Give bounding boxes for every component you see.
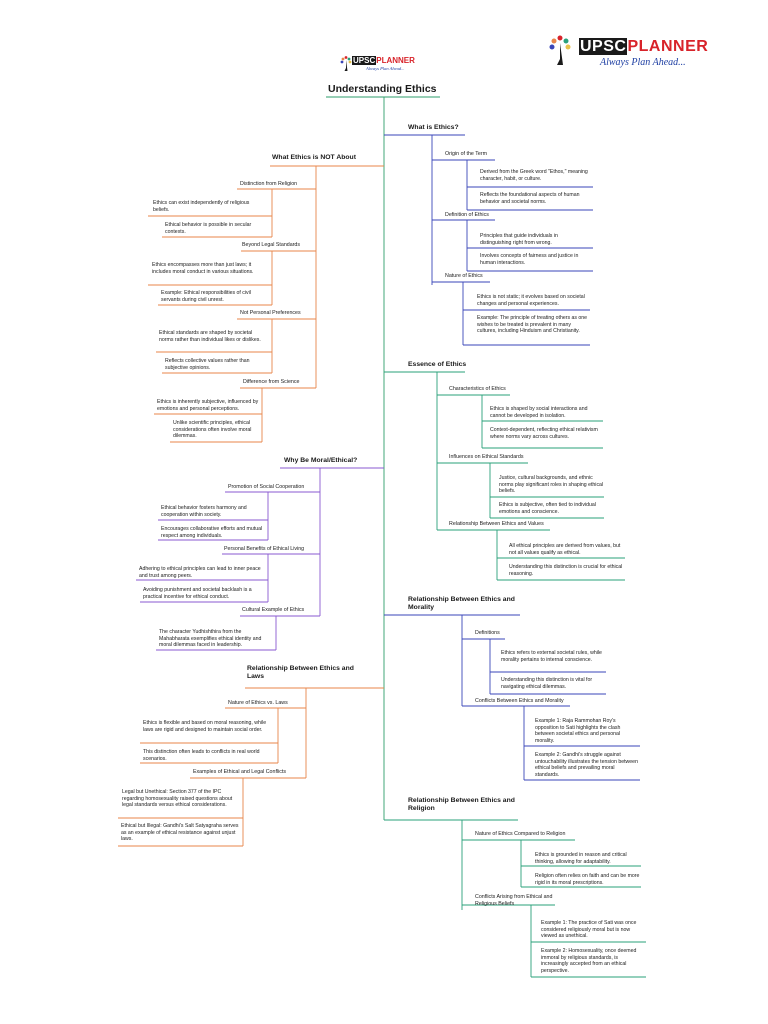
beyond-legal-label: Beyond Legal Standards <box>242 242 301 248</box>
nature-vs-religion-item-1: Ethics is grounded in reason and critica… <box>535 852 627 865</box>
not-personal-item-1: Ethical standards are shaped by societal… <box>159 330 261 343</box>
social-cooperation-item-1: Ethical behavior fosters harmony and coo… <box>161 505 247 518</box>
conflicts-religion-item-2: Example 2: Homosexuality, once deemed im… <box>541 948 637 974</box>
not-personal-item-2: Reflects collective values rather than s… <box>165 358 250 371</box>
values-relationship-label: Relationship Between Ethics and Values <box>449 521 544 527</box>
nature-item-2: Example: The principle of treating other… <box>477 315 588 334</box>
definitions-label: Definitions <box>475 630 500 636</box>
logo-tagline-small: Always Plan Ahead... <box>366 66 405 71</box>
morality-connectors <box>384 614 640 781</box>
difference-science-label: Difference from Science <box>243 379 300 385</box>
social-cooperation-label: Promotion of Social Cooperation <box>228 484 305 490</box>
nature-vs-religion-item-2: Religion often relies on faith and can b… <box>535 873 640 886</box>
values-item-1: All ethical principles are derived from … <box>509 543 621 556</box>
nature-vs-laws-item-2: This distinction often leads to conflict… <box>143 749 260 762</box>
beyond-legal-item-2: Example: Ethical responsibilities of civ… <box>161 290 251 303</box>
values-item-2: Understanding this distinction is crucia… <box>509 564 623 577</box>
origin-of-term-label: Origin of the Term <box>445 151 487 157</box>
difference-science-item-1: Ethics is inherently subjective, influen… <box>157 399 259 412</box>
nature-item-1: Ethics is not static; it evolves based o… <box>477 294 585 307</box>
logo-wordmark: UPSCPLANNER <box>579 38 709 55</box>
origin-item-1: Derived from the Greek word "Ethos," mea… <box>480 169 588 182</box>
legal-conflicts-item-2: Ethical but Illegal: Gandhi's Salt Satya… <box>121 823 239 842</box>
cultural-example-item-1: The character Yudhishthira from the Maha… <box>159 629 262 648</box>
why-moral-connectors <box>136 467 384 651</box>
what-is-ethics-connectors <box>384 134 593 346</box>
difference-science-item-2: Unlike scientific principles, ethical co… <box>173 420 252 439</box>
root-trunk <box>326 96 440 820</box>
beyond-legal-item-1: Ethics encompasses more than just laws; … <box>152 262 254 275</box>
conflicts-morality-item-2: Example 2: Gandhi's struggle against unt… <box>535 752 638 778</box>
cultural-example-label: Cultural Example of Ethics <box>242 607 305 613</box>
conflicts-morality-item-1: Example 1: Raja Rammohan Roy's oppositio… <box>535 718 621 744</box>
nature-vs-laws-label: Nature of Ethics vs. Laws <box>228 700 288 706</box>
religion-heading: Relationship Between Ethics and Religion <box>408 797 515 813</box>
religion-connectors <box>384 819 646 978</box>
nature-vs-religion-label: Nature of Ethics Compared to Religion <box>475 831 566 837</box>
definitions-item-2: Understanding this distinction is vital … <box>501 677 593 690</box>
legal-conflicts-item-1: Legal but Unethical: Section 377 of the … <box>122 789 233 808</box>
definition-item-1: Principles that guide individuals in dis… <box>480 233 558 246</box>
laws-connectors <box>118 687 384 847</box>
distinction-religion-item-2: Ethical behavior is possible in secular … <box>165 222 252 235</box>
influences-item-2: Ethics is subjective, often tied to indi… <box>499 502 596 515</box>
essence-connectors <box>384 371 625 581</box>
definition-item-2: Involves concepts of fairness and justic… <box>480 253 579 266</box>
personal-benefits-item-2: Avoiding punishment and societal backlas… <box>143 587 252 600</box>
definition-label: Definition of Ethics <box>445 212 489 218</box>
conflicts-religion-label: Conflicts Arising from Ethical and Relig… <box>475 894 553 907</box>
personal-benefits-label: Personal Benefits of Ethical Living <box>224 546 305 552</box>
pen-tree-icon-small <box>340 56 352 71</box>
conflicts-religion-item-1: Example 1: The practice of Sati was once… <box>541 920 637 939</box>
not-about-heading: What Ethics is NOT About <box>272 154 356 161</box>
characteristics-item-1: Ethics is shaped by social interactions … <box>490 406 588 419</box>
origin-item-2: Reflects the foundational aspects of hum… <box>480 192 580 205</box>
nature-of-ethics-label: Nature of Ethics <box>445 273 483 279</box>
why-moral-heading: Why Be Moral/Ethical? <box>284 457 358 464</box>
map-title: Understanding Ethics <box>328 83 437 95</box>
conflicts-morality-label: Conflicts Between Ethics and Morality <box>475 698 564 704</box>
distinction-religion-item-1: Ethics can exist independently of religi… <box>153 200 250 213</box>
definitions-item-1: Ethics refers to external societal rules… <box>501 650 602 663</box>
not-about-connectors <box>148 165 384 443</box>
logo-wordmark-small: UPSCPLANNER <box>352 56 415 65</box>
characteristics-item-2: Context-dependent, reflecting ethical re… <box>490 427 598 440</box>
legal-conflicts-label: Examples of Ethical and Legal Conflicts <box>193 769 287 775</box>
distinction-religion-label: Distinction from Religion <box>240 181 298 187</box>
characteristics-label: Characteristics of Ethics <box>449 386 506 392</box>
social-cooperation-item-2: Encourages collaborative efforts and mut… <box>161 526 263 539</box>
essence-heading: Essence of Ethics <box>408 361 467 368</box>
nature-vs-laws-item-1: Ethics is flexible and based on moral re… <box>143 720 267 733</box>
laws-heading: Relationship Between Ethics and Laws <box>247 665 354 681</box>
morality-heading: Relationship Between Ethics and Morality <box>408 596 515 612</box>
influences-label: Influences on Ethical Standards <box>449 454 524 460</box>
logo-tagline: Always Plan Ahead... <box>600 57 686 68</box>
influences-item-1: Justice, cultural backgrounds, and ethni… <box>499 475 604 494</box>
pen-tree-icon <box>549 35 571 65</box>
not-personal-label: Not Personal Preferences <box>240 310 301 316</box>
what-is-ethics-heading: What is Ethics? <box>408 124 459 131</box>
personal-benefits-item-1: Adhering to ethical principles can lead … <box>139 566 261 579</box>
